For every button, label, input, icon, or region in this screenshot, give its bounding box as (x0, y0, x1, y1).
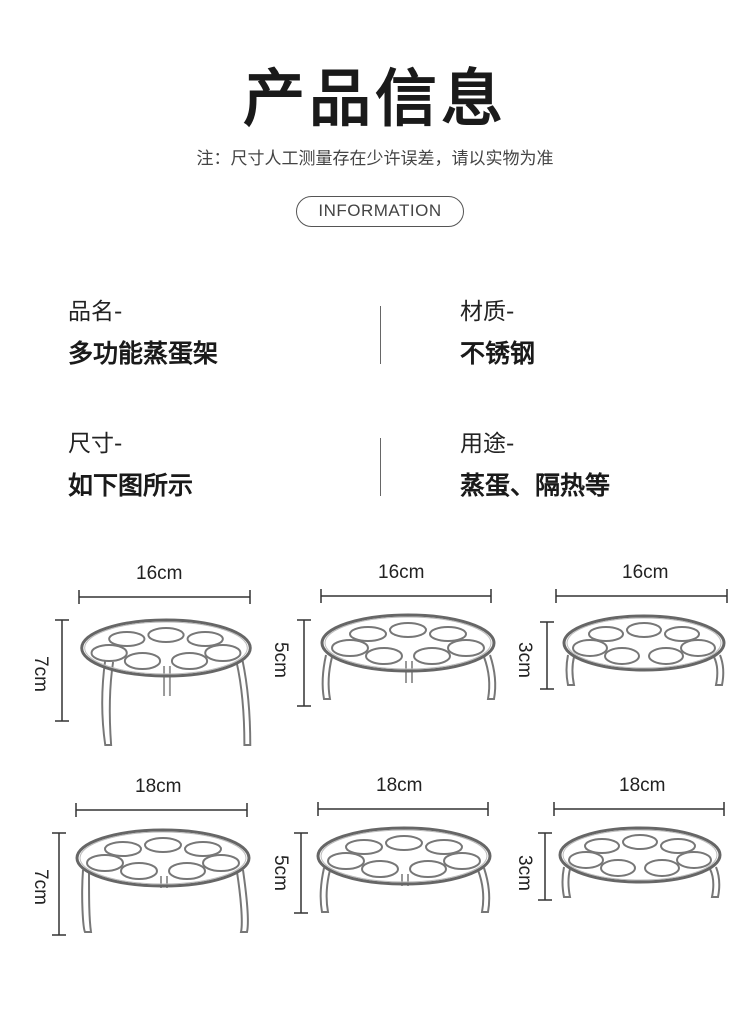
rack-2-diameter: 16cm (378, 562, 425, 583)
rack-3-diameter: 16cm (622, 562, 669, 583)
rack-6-diameter: 18cm (619, 775, 666, 796)
material-value: 不锈钢 (460, 339, 536, 368)
product-name-value: 多功能蒸蛋架 (68, 339, 219, 368)
rack-5-diameter: 18cm (376, 775, 423, 796)
usage-value: 蒸蛋、隔热等 (460, 471, 611, 500)
rack-3-dimension-lines (540, 589, 728, 690)
rack-1-dimension-lines (55, 590, 251, 722)
rack-2-illustration (320, 613, 497, 700)
rack-4-illustration (75, 828, 251, 933)
size-value: 如下图所示 (68, 471, 194, 500)
rack-4-diameter: 18cm (135, 776, 182, 797)
rack-6-dimension-lines (538, 802, 725, 901)
information-badge: INFORMATION (296, 196, 464, 227)
rack-2-dimension-lines (297, 589, 492, 707)
info-divider (380, 438, 381, 496)
page-title: 产品信息 (242, 62, 507, 135)
rack-5-dimension-lines (294, 802, 489, 914)
rack-6-illustration (558, 826, 722, 898)
product-name-label: 品名- (68, 299, 123, 325)
rack-5-illustration (316, 826, 492, 913)
measurement-note: 注：尺寸人工测量存在少许误差，请以实物为准 (196, 149, 554, 169)
rack-4-dimension-lines (52, 803, 248, 936)
material-label: 材质- (460, 299, 515, 325)
rack-3-illustration (562, 614, 726, 686)
info-divider (380, 306, 381, 364)
size-label: 尺寸- (68, 431, 123, 457)
usage-label: 用途- (460, 431, 515, 457)
rack-1-diameter: 16cm (136, 563, 183, 584)
rack-1-illustration (80, 618, 252, 747)
